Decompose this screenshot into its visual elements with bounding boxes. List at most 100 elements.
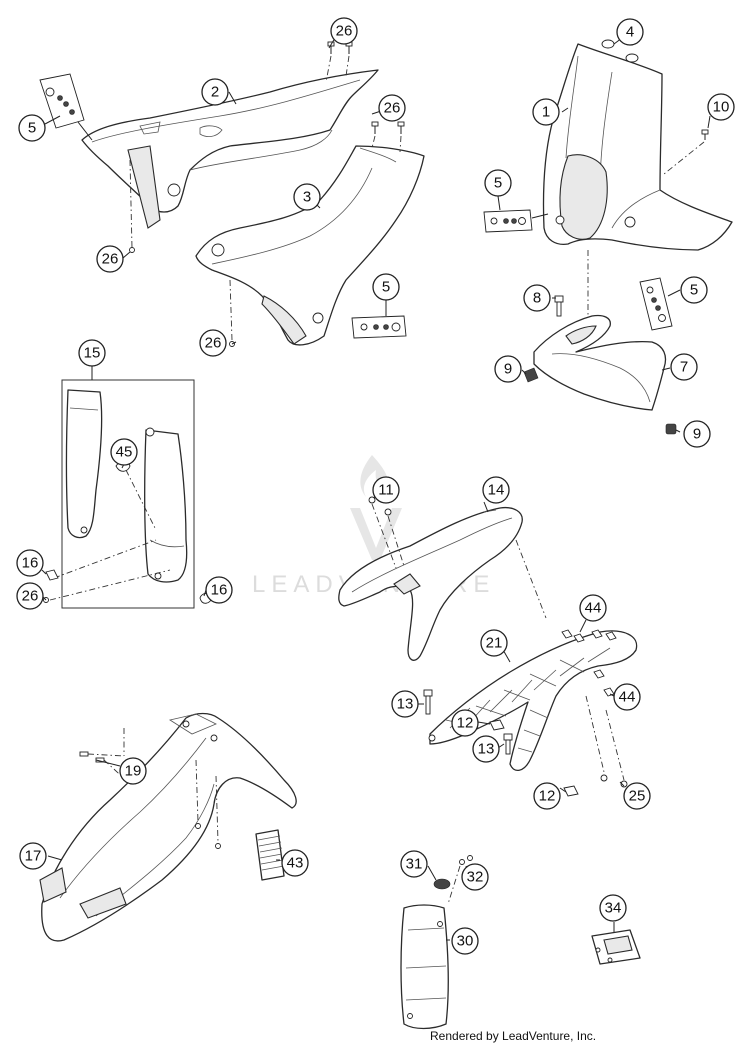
svg-text:2: 2 <box>211 84 219 101</box>
svg-text:4: 4 <box>626 24 634 41</box>
svg-text:8: 8 <box>533 290 541 307</box>
part-5-hardware-right-upper <box>483 209 549 233</box>
part-12-rubber-lower <box>563 785 579 797</box>
part-14-front-fender-upper <box>338 506 523 661</box>
callout-26-top: 26 <box>330 17 358 45</box>
part-16-screw-left <box>45 569 59 581</box>
part-11-screws <box>368 496 405 569</box>
svg-text:14: 14 <box>488 482 505 499</box>
callout-8: 8 <box>523 284 551 312</box>
svg-text:13: 13 <box>397 696 414 713</box>
part-1-headlight-mask <box>542 43 733 251</box>
callout-12-lower: 12 <box>533 782 561 810</box>
callout-26-left: 26 <box>96 245 124 273</box>
svg-text:13: 13 <box>478 741 495 758</box>
svg-text:43: 43 <box>287 855 304 872</box>
part-12-rubber-upper <box>489 719 505 731</box>
callout-26-bottom-left: 26 <box>16 582 44 610</box>
part-8-bolt <box>554 295 564 317</box>
callout-9-left: 9 <box>494 355 522 383</box>
callout-7: 7 <box>670 353 698 381</box>
svg-text:26: 26 <box>336 23 353 40</box>
callout-31: 31 <box>400 850 428 878</box>
part-31-washer <box>433 878 451 890</box>
svg-text:16: 16 <box>211 582 228 599</box>
callout-30: 30 <box>451 927 479 955</box>
part-44-nuts-lower <box>593 669 615 697</box>
svg-text:26: 26 <box>384 100 401 117</box>
part-7-bracket <box>533 314 667 411</box>
part-10-screw <box>663 129 709 175</box>
callout-3: 3 <box>293 183 321 211</box>
callout-16-left: 16 <box>16 549 44 577</box>
svg-text:7: 7 <box>680 359 688 376</box>
part-30-guard <box>400 904 449 1030</box>
callout-5-right-upper: 5 <box>484 169 512 197</box>
part-5-hardware-right-lower <box>639 277 673 331</box>
svg-text:12: 12 <box>539 788 556 805</box>
svg-text:44: 44 <box>619 689 636 706</box>
callout-11: 11 <box>372 476 400 504</box>
part-9-clip-left <box>523 367 539 383</box>
svg-text:9: 9 <box>693 426 701 443</box>
callout-34: 34 <box>599 894 627 922</box>
svg-text:45: 45 <box>116 444 133 461</box>
callout-44-lower: 44 <box>613 683 641 711</box>
part-17-front-fender <box>39 712 297 942</box>
svg-text:26: 26 <box>22 588 39 605</box>
svg-text:5: 5 <box>690 282 698 299</box>
svg-text:44: 44 <box>585 600 602 617</box>
callout-32: 32 <box>461 863 489 891</box>
part-44-nuts-upper <box>561 629 617 643</box>
part-25-screws <box>585 695 628 788</box>
svg-text:9: 9 <box>504 361 512 378</box>
part-2-side-panel <box>81 69 379 229</box>
svg-text:5: 5 <box>28 120 36 137</box>
callout-25: 25 <box>623 782 651 810</box>
callout-13-upper: 13 <box>391 690 419 718</box>
svg-text:21: 21 <box>486 635 503 652</box>
callout-4: 4 <box>616 18 644 46</box>
callout-12-upper: 12 <box>451 709 479 737</box>
part-4-grommets <box>601 39 639 63</box>
svg-text:19: 19 <box>125 763 142 780</box>
svg-text:12: 12 <box>457 715 474 732</box>
svg-text:10: 10 <box>713 99 730 116</box>
part-3-side-panel <box>195 145 425 346</box>
callout-44-upper: 44 <box>579 594 607 622</box>
part-13-spacer-lower <box>503 733 513 755</box>
callout-26-mid: 26 <box>378 94 406 122</box>
callout-43: 43 <box>281 849 309 877</box>
watermark-v-icon <box>350 508 402 560</box>
callout-45: 45 <box>110 438 138 466</box>
callout-16-right: 16 <box>205 576 233 604</box>
callout-1: 1 <box>532 98 560 126</box>
callout-21: 21 <box>480 629 508 657</box>
svg-text:16: 16 <box>22 555 39 572</box>
svg-text:32: 32 <box>467 869 484 886</box>
part-5-hardware-left <box>39 73 93 141</box>
callout-9-right: 9 <box>683 420 711 448</box>
svg-text:5: 5 <box>494 175 502 192</box>
part-34-plate-kit <box>591 929 641 965</box>
svg-text:17: 17 <box>25 848 42 865</box>
callout-14: 14 <box>482 476 510 504</box>
part-43-sticker <box>255 829 285 881</box>
part-21-fender-brace <box>428 630 638 771</box>
callout-17: 17 <box>19 842 47 870</box>
part-32-screws <box>447 855 473 905</box>
part-5-hardware-mid <box>351 300 407 339</box>
svg-text:3: 3 <box>303 189 311 206</box>
svg-text:34: 34 <box>605 900 622 917</box>
footer-credit: Rendered by LeadVenture, Inc. <box>430 1029 596 1043</box>
part-26-screws-mid <box>371 121 405 153</box>
callout-5-mid: 5 <box>372 273 400 301</box>
callout-10: 10 <box>707 93 735 121</box>
svg-text:5: 5 <box>382 279 390 296</box>
part-9-clip-right <box>665 423 677 435</box>
svg-text:31: 31 <box>406 856 423 873</box>
svg-text:30: 30 <box>457 933 474 950</box>
callout-26-lower-mid: 26 <box>199 329 227 357</box>
callout-15: 15 <box>78 339 106 367</box>
